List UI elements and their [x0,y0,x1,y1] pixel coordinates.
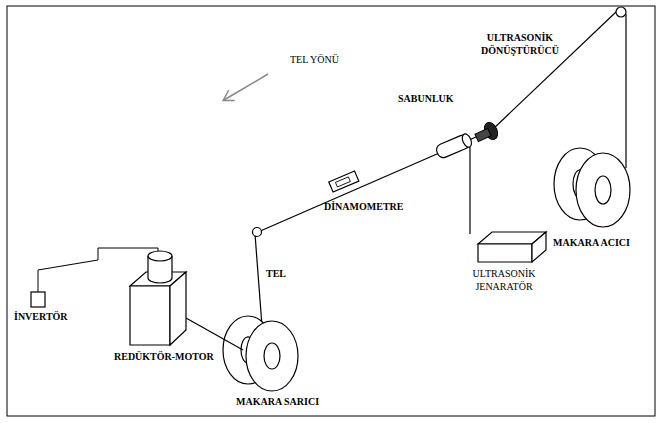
part-label: İNVERTÖR [14,311,68,324]
frame [7,6,655,416]
soap-box [435,133,474,160]
ultrasonic-generator [478,232,546,262]
part-label: DİNAMOMETRE [324,201,403,214]
part-label: ULTRASONİK DÖNÜŞTÜRÜCÜ [462,32,578,57]
guide-pulley [253,228,262,237]
wire [255,12,626,326]
guide-pulley [616,7,626,17]
part-label: TEL [266,268,286,281]
gear-motor [130,251,186,345]
part-label: TEL YÖNÜ [290,54,339,67]
ultrasonic-converter [475,120,500,141]
unwinding-spool [554,148,630,227]
part-label: MAKARA SARICI [236,396,319,409]
part-label: SABUNLUK [398,93,454,106]
power-cable [38,248,158,292]
winding-spool [223,316,298,391]
drive-shaft [186,318,243,350]
part-label: REDÜKTÖR-MOTOR [114,351,214,364]
part-label: MAKARA ACICI [553,237,630,250]
dynamometer [329,171,359,192]
inverter [31,292,45,307]
direction-arrow [224,74,268,100]
part-label: ULTRASONİK JENARATÖR [452,268,556,293]
